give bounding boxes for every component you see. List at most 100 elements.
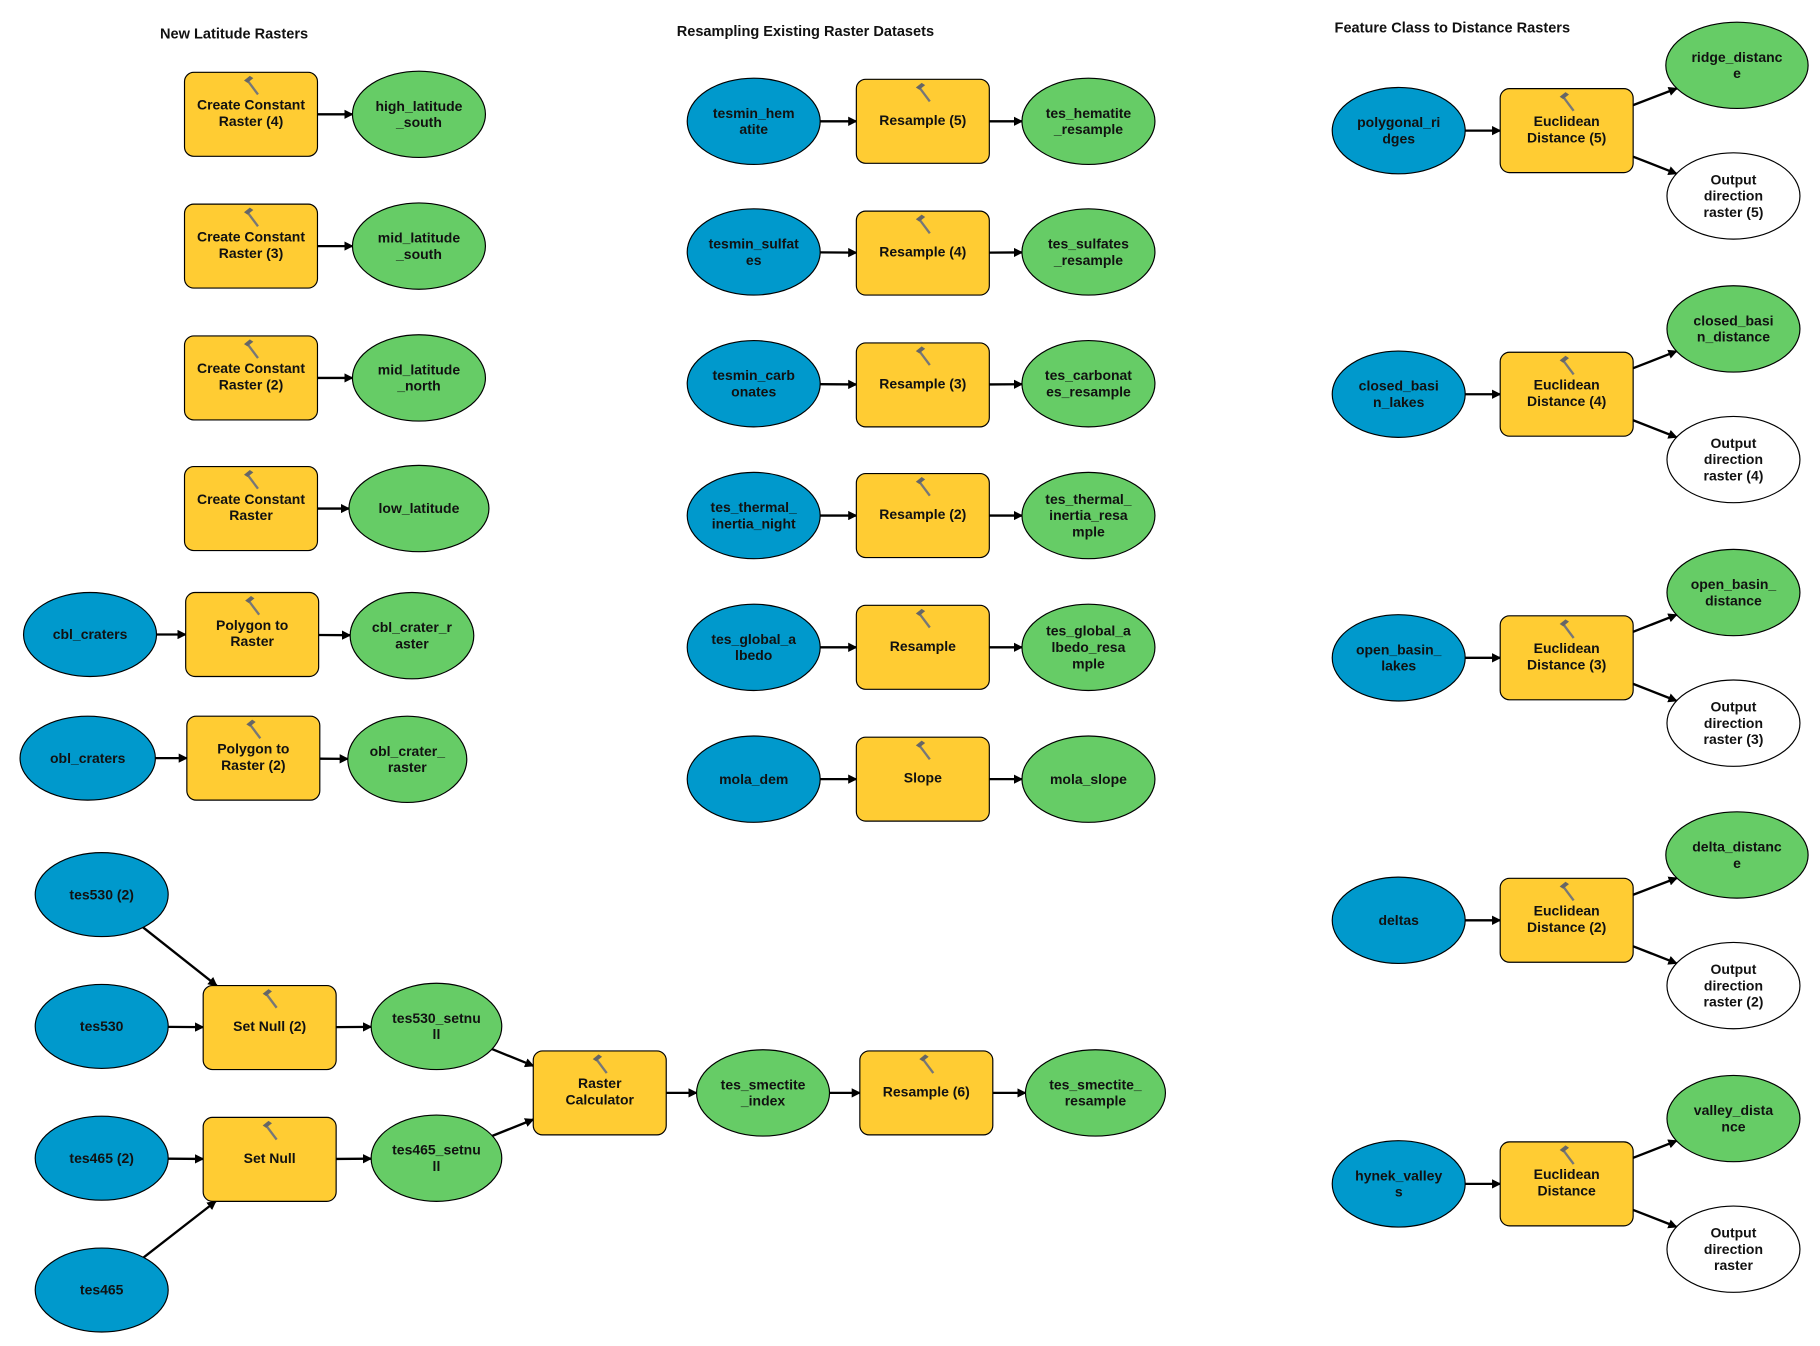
connector-t530b-to-sn2[interactable] bbox=[142, 926, 218, 987]
node-shape bbox=[1331, 614, 1466, 702]
input-data-node-thi[interactable]: tes_thermal_inertia_night bbox=[686, 471, 821, 560]
node-shape bbox=[370, 982, 503, 1071]
connector-ed3-to-obd[interactable] bbox=[1632, 613, 1678, 633]
input-data-node-obl[interactable]: open_basin_lakes bbox=[1331, 614, 1466, 702]
node-shape bbox=[855, 342, 990, 428]
node-label: hynek_valley bbox=[1355, 1167, 1442, 1183]
input-data-node-t530[interactable]: tes530 bbox=[34, 983, 169, 1069]
connector-ed4-to-cbd[interactable] bbox=[1632, 349, 1678, 370]
input-data-node-cbl[interactable]: closed_basin_lakes bbox=[1331, 350, 1466, 438]
node-shape bbox=[1666, 548, 1801, 637]
connector-t465sn-to-rc[interactable] bbox=[491, 1118, 535, 1137]
input-data-node-hem[interactable]: tesmin_hematite bbox=[686, 77, 821, 166]
connector-ed1-to-vd[interactable] bbox=[1632, 1139, 1678, 1159]
derived-data-node-tsr[interactable]: tes_smectite_resample bbox=[1024, 1049, 1167, 1137]
node-label: tesmin_sulfat bbox=[709, 235, 799, 251]
derived-data-node-cbd[interactable]: closed_basin_distance bbox=[1666, 285, 1801, 373]
derived-data-node-thir[interactable]: tes_thermal_inertia_resample bbox=[1021, 471, 1156, 560]
derived-data-node-mslope[interactable]: mola_slope bbox=[1021, 735, 1156, 823]
node-label: direction bbox=[1704, 715, 1763, 731]
node-shape bbox=[686, 77, 821, 166]
input-data-node-t465[interactable]: tes465 bbox=[34, 1247, 169, 1333]
node-label: mola_slope bbox=[1050, 771, 1127, 787]
node-label: Distance (5) bbox=[1527, 129, 1606, 145]
derived-data-node-cblr[interactable]: cbl_crater_raster bbox=[349, 591, 475, 680]
derived-data-node-hemr[interactable]: tes_hematite_resample bbox=[1021, 77, 1156, 166]
input-data-node-dem[interactable]: mola_dem bbox=[686, 735, 821, 823]
input-data-node-t465b[interactable]: tes465 (2) bbox=[34, 1115, 169, 1201]
tool-node-rs2[interactable]: Resample (2) bbox=[855, 472, 990, 559]
tool-node-rs5[interactable]: Resample (5) bbox=[855, 78, 990, 164]
connector-t465-to-sn1[interactable] bbox=[142, 1200, 217, 1259]
derived-data-node-ll[interactable]: low_latitude bbox=[348, 464, 490, 553]
derived-data-node-mln[interactable]: mid_latitude_north bbox=[351, 334, 487, 422]
connector-ed5-to-rd[interactable] bbox=[1632, 86, 1678, 107]
node-label: Euclidean bbox=[1534, 1166, 1600, 1182]
connector-ed1-to-od1[interactable] bbox=[1632, 1208, 1678, 1229]
connector-ed2-to-od2[interactable] bbox=[1632, 945, 1678, 965]
connector-ed3-to-od3[interactable] bbox=[1632, 682, 1678, 703]
input-data-node-t530b[interactable]: tes530 (2) bbox=[34, 852, 169, 938]
derived-data-node-mls[interactable]: mid_latitude_south bbox=[351, 202, 487, 290]
hammer-icon bbox=[1559, 619, 1575, 639]
tool-node-rs1[interactable]: Resample bbox=[855, 604, 990, 690]
input-data-node-del[interactable]: deltas bbox=[1331, 876, 1466, 965]
node-label: Output bbox=[1711, 961, 1757, 977]
node-shape bbox=[183, 465, 319, 552]
node-shape bbox=[686, 471, 821, 560]
node-label: e bbox=[1733, 65, 1741, 81]
derived-data-node-oblr[interactable]: obl_crater_raster bbox=[347, 715, 468, 804]
input-data-node-sul[interactable]: tesmin_sulfates bbox=[686, 208, 821, 296]
node-label: Raster (2) bbox=[219, 377, 284, 393]
tool-node-sn2[interactable]: Set Null (2) bbox=[202, 985, 337, 1071]
derived-data-node-vd[interactable]: valley_distance bbox=[1666, 1074, 1801, 1163]
hammer-icon bbox=[1559, 1145, 1575, 1165]
tool-node-rs3[interactable]: Resample (3) bbox=[855, 342, 990, 428]
derived-data-node-obd[interactable]: open_basin_distance bbox=[1666, 548, 1801, 637]
tool-node-rs4[interactable]: Resample (4) bbox=[855, 210, 990, 296]
connector-ed2-to-dd[interactable] bbox=[1632, 876, 1678, 896]
node-label: Raster bbox=[230, 633, 274, 649]
tool-node-slope[interactable]: Slope bbox=[855, 736, 990, 822]
derived-data-node-sulr[interactable]: tes_sulfates_resample bbox=[1021, 208, 1156, 296]
derived-data-node-hls[interactable]: high_latitude_south bbox=[351, 70, 487, 159]
node-shape bbox=[1024, 1049, 1167, 1137]
derived-data-node-rd[interactable]: ridge_distance bbox=[1665, 21, 1809, 110]
tool-node-sn1[interactable]: Set Null bbox=[202, 1116, 337, 1202]
input-data-node-cblc[interactable]: cbl_craters bbox=[22, 591, 158, 678]
derived-data-node-tsi[interactable]: tes_smectite_index bbox=[695, 1049, 831, 1137]
connector-t530sn-to-rc[interactable] bbox=[491, 1047, 535, 1068]
node-label: distance bbox=[1705, 592, 1762, 608]
tool-node-rs6[interactable]: Resample (6) bbox=[859, 1050, 994, 1136]
input-data-node-oblc[interactable]: obl_craters bbox=[19, 715, 156, 801]
connector-ed5-to-od5[interactable] bbox=[1632, 155, 1678, 176]
derived-data-node-dd[interactable]: delta_distance bbox=[1665, 811, 1809, 899]
connector-ed4-to-od4[interactable] bbox=[1632, 419, 1678, 439]
